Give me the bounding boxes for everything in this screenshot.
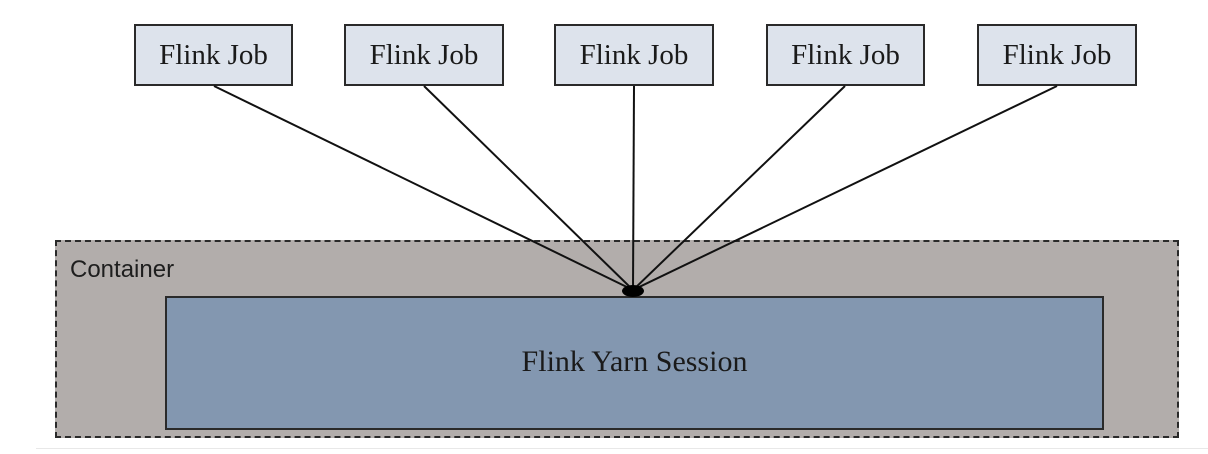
flink-job-label-3: Flink Job: [579, 38, 689, 71]
flink-yarn-session-label: Flink Yarn Session: [521, 345, 748, 378]
flink-job-label-1: Flink Job: [159, 38, 268, 71]
flink-job-box-4: Flink Job: [766, 24, 925, 86]
flink-job-label-2: Flink Job: [369, 38, 479, 71]
flink-job-box-3: Flink Job: [554, 24, 714, 86]
container-box: Container Flink Yarn Session: [55, 240, 1179, 438]
bottom-divider: [36, 448, 1208, 449]
flink-job-box-5: Flink Job: [977, 24, 1137, 86]
flink-job-label-5: Flink Job: [1002, 38, 1112, 71]
flink-job-box-2: Flink Job: [344, 24, 504, 86]
flink-job-box-1: Flink Job: [134, 24, 293, 86]
container-label: Container: [70, 256, 175, 283]
flink-yarn-session-box: Flink Yarn Session: [165, 296, 1104, 430]
flink-job-label-4: Flink Job: [791, 38, 900, 71]
